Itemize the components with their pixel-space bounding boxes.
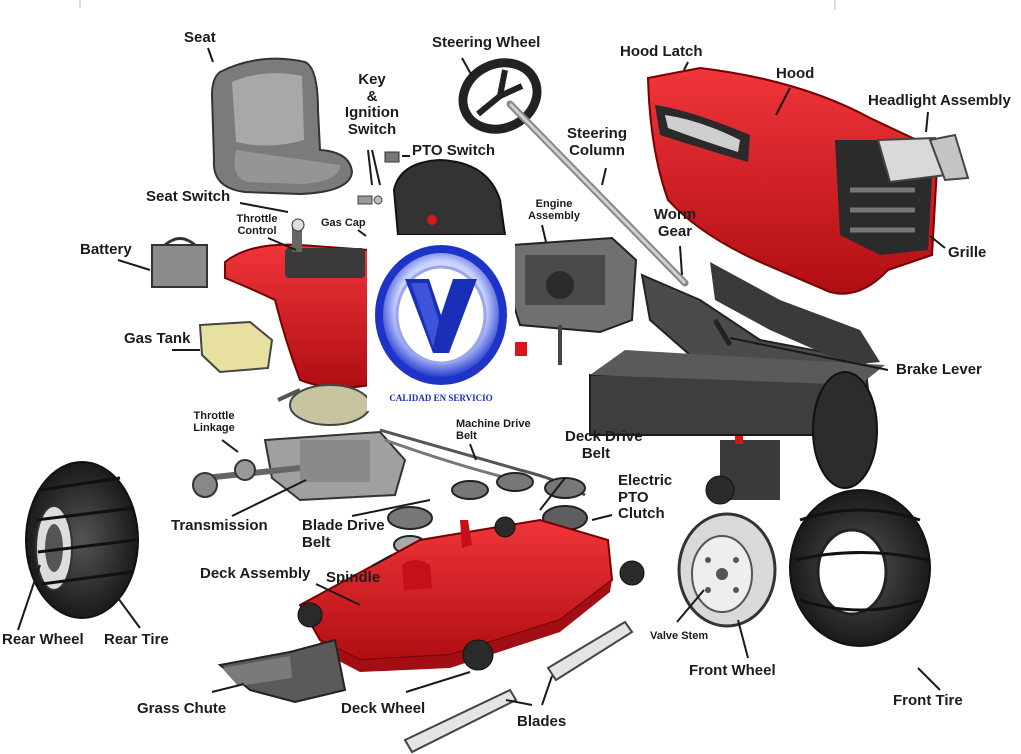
label-worm-gear: Worm Gear	[650, 206, 700, 240]
label-line: Throttle	[193, 410, 235, 422]
label-line: Machine Drive	[456, 418, 531, 430]
front-tire-part	[789, 489, 931, 647]
label-brake-lever: Brake Lever	[896, 361, 982, 378]
deck-part	[297, 516, 645, 672]
label-hood-latch: Hood Latch	[620, 43, 703, 60]
label-blades: Blades	[517, 713, 567, 730]
logo-emblem	[375, 245, 507, 385]
label-line: Clutch	[618, 505, 665, 522]
label-key-ignition-switch: Key & Ignition Switch	[342, 71, 402, 138]
label-headlight-assembly: Headlight Assembly	[868, 92, 1011, 109]
label-transmission: Transmission	[171, 517, 268, 534]
label-line: Control	[237, 225, 277, 238]
battery-part	[151, 237, 208, 288]
label-line: Belt	[302, 533, 331, 551]
key-switch-part	[357, 151, 400, 205]
dashboard-part	[392, 158, 507, 236]
label-front-wheel: Front Wheel	[689, 662, 776, 679]
label-gas-tank: Gas Tank	[124, 330, 191, 347]
label-line: Belt	[456, 430, 477, 443]
label-line: Assembly	[528, 210, 580, 223]
label-valve-stem: Valve Stem	[650, 630, 709, 642]
label-steering-wheel: Steering Wheel	[432, 34, 541, 51]
label-line: Column	[569, 141, 625, 159]
label-deck-drive-belt: Deck Drive Belt	[565, 428, 643, 462]
label-pto-switch: PTO Switch	[412, 142, 496, 159]
label-blade-drive-belt: Blade Drive Belt	[302, 517, 385, 551]
leader-lines	[17, 47, 946, 706]
label-throttle-linkage: Throttle Linkage	[186, 410, 242, 434]
engine-part	[511, 236, 638, 365]
label-seat: Seat	[184, 29, 216, 46]
label-line: Belt	[581, 444, 611, 462]
steering-wheel-part	[458, 58, 689, 287]
gas-tank-part	[198, 320, 274, 374]
label-line: Linkage	[193, 422, 235, 435]
label-line: Throttle	[236, 213, 278, 225]
label-rear-wheel: Rear Wheel	[2, 631, 84, 648]
label-line: Engine	[535, 198, 573, 210]
frame-part	[589, 262, 885, 505]
label-hood: Hood	[776, 65, 815, 82]
blades-part	[403, 620, 634, 754]
label-line: PTO	[618, 488, 649, 506]
seat-part	[210, 57, 354, 196]
label-line: Electric	[618, 472, 673, 489]
logo-text: CALIDAD EN SERVICIO	[389, 393, 493, 403]
label-front-tire: Front Tire	[893, 692, 963, 709]
label-spindle: Spindle	[326, 569, 381, 586]
label-deck-wheel: Deck Wheel	[341, 700, 426, 717]
label-line: Key	[358, 71, 386, 88]
label-machine-drive-belt: Machine Drive Belt	[456, 418, 531, 442]
label-grille: Grille	[948, 244, 987, 261]
label-steering-column: Steering Column	[560, 125, 634, 159]
label-grass-chute: Grass Chute	[137, 700, 227, 717]
label-line: Worm	[653, 206, 697, 223]
label-seat-switch: Seat Switch	[146, 188, 231, 205]
label-line: Switch	[347, 120, 397, 138]
label-line: Ignition	[344, 104, 400, 121]
label-throttle-control: Throttle Control	[230, 213, 284, 237]
label-gas-cap: Gas Cap	[321, 217, 366, 229]
label-line: Blade Drive	[302, 517, 385, 534]
label-electric-pto-clutch: Electric PTO Clutch	[618, 472, 673, 523]
label-line: Deck Drive	[565, 428, 643, 445]
label-deck-assembly: Deck Assembly	[200, 565, 311, 582]
label-line: &	[366, 87, 378, 105]
label-engine-assembly: Engine Assembly	[522, 198, 586, 222]
label-rear-tire: Rear Tire	[104, 631, 169, 648]
company-logo: CALIDAD EN SERVICIO	[367, 235, 515, 411]
label-battery: Battery	[80, 241, 132, 258]
front-wheel-part	[677, 512, 777, 628]
rear-wheel-part	[25, 461, 139, 619]
label-line: Steering	[566, 125, 627, 142]
hood-part	[646, 66, 970, 295]
fender-part	[224, 218, 527, 389]
label-line: Gear	[657, 222, 693, 240]
grass-chute-part	[217, 638, 347, 704]
